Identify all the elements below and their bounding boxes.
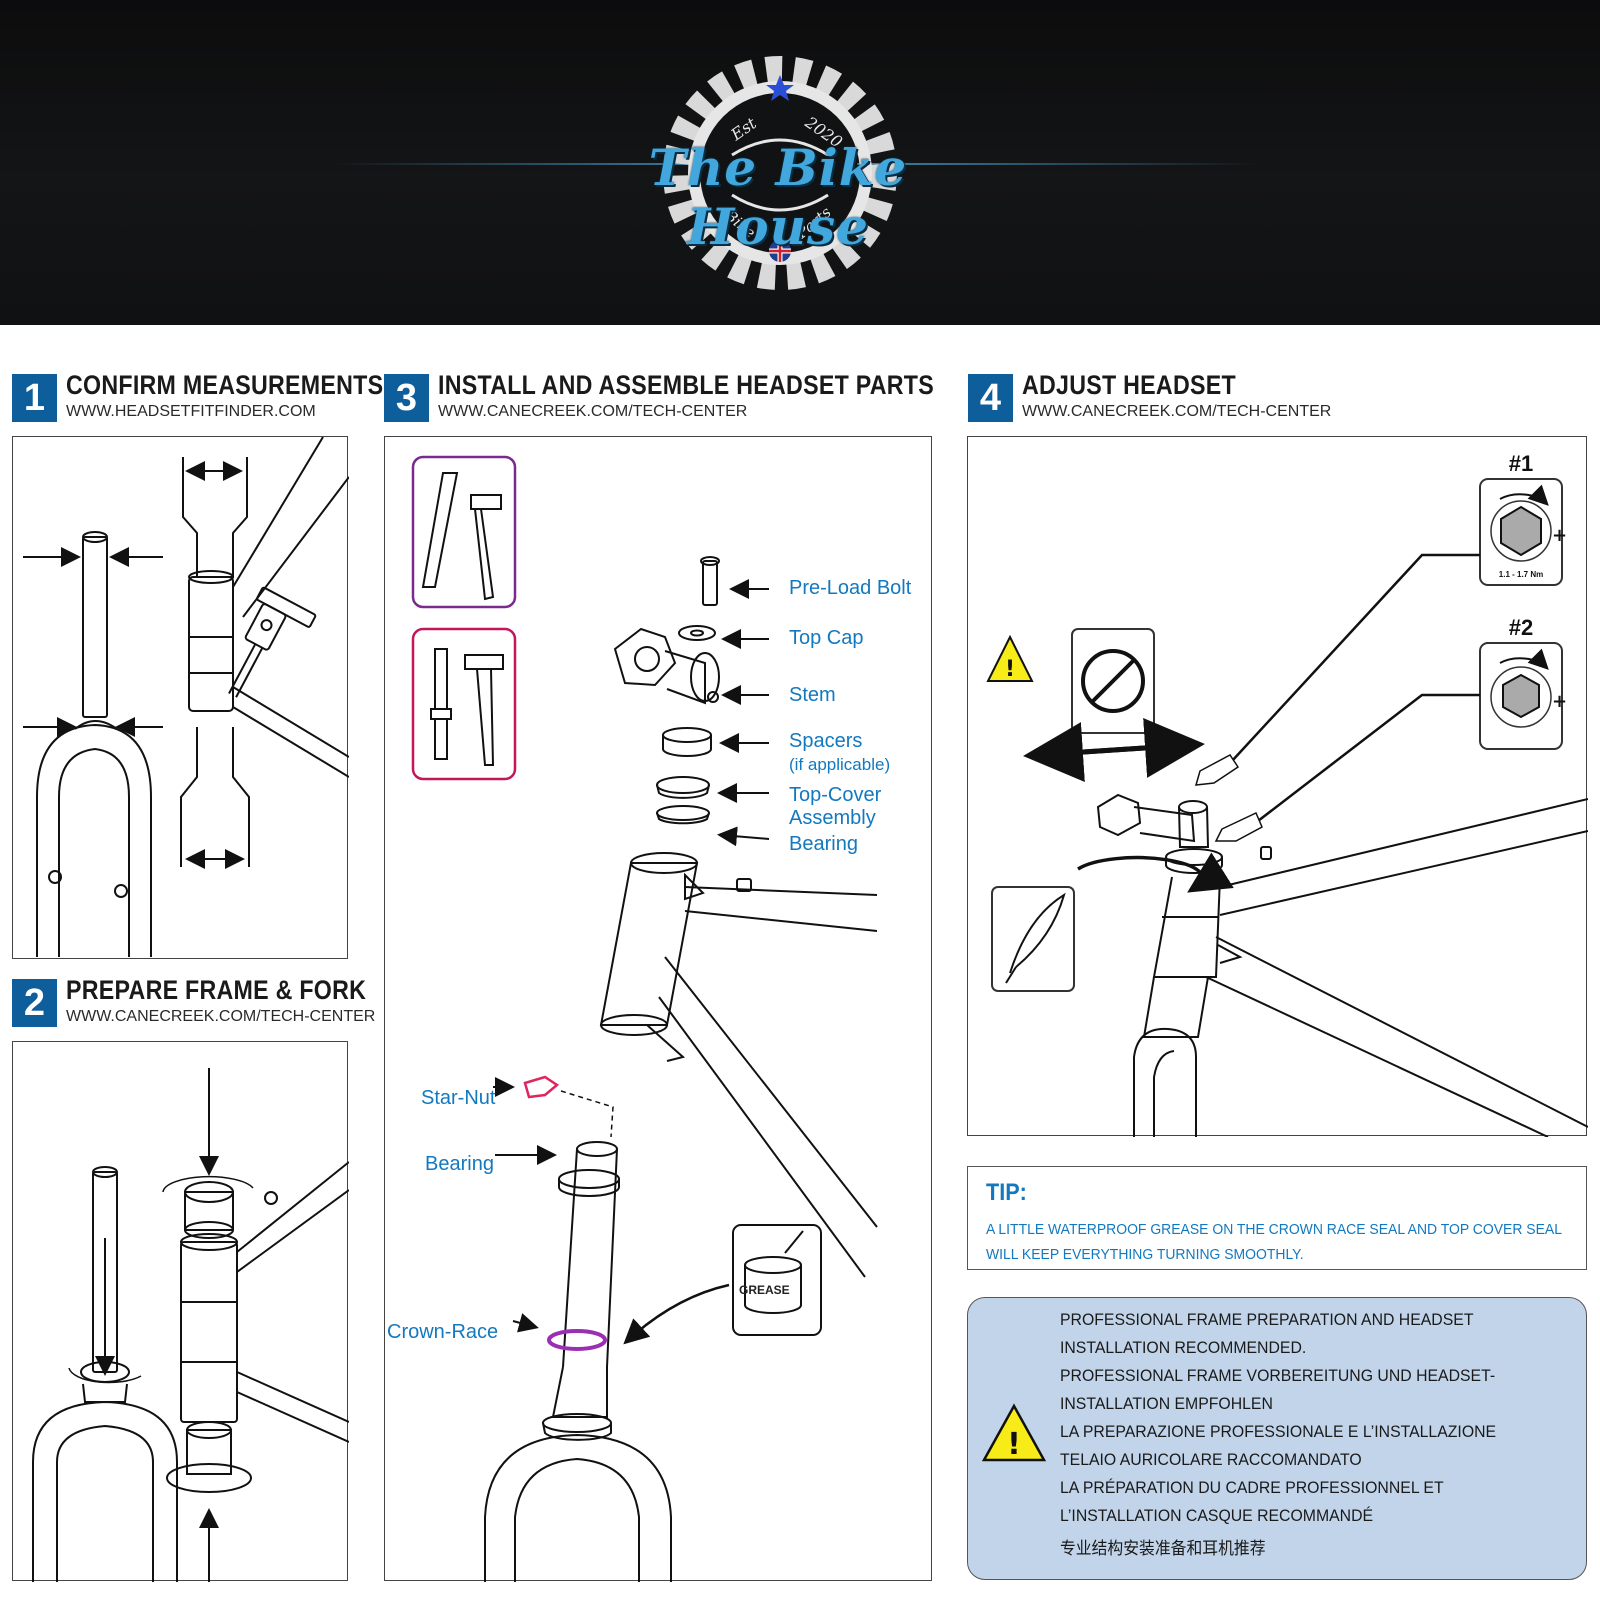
prepare-diagram (32, 1068, 349, 1582)
chainring-logo-icon: Est 2020 Bike Parts (663, 56, 897, 290)
warning-line-de-1: PROFESSIONAL FRAME VORBEREITUNG UND HEAD… (1060, 1366, 1496, 1385)
section-3-url[interactable]: WWW.CANECREEK.COM/TECH-CENTER (438, 403, 748, 420)
warning-line-en-2: INSTALLATION RECOMMENDED. (1060, 1338, 1307, 1357)
label-preload-bolt: Pre-Load Bolt (789, 577, 912, 599)
torque-spec: 1.1 - 1.7 Nm (1499, 570, 1543, 579)
label-assembly: Assembly (789, 807, 876, 829)
tool-frame-pink (411, 627, 517, 781)
warning-line-fr-2: L’INSTALLATION CASQUE RECOMMANDÉ (1060, 1506, 1374, 1525)
no-play-icon (1071, 628, 1155, 734)
adjust-diagram: ! + 1.1 - 1.7 Nm + (986, 451, 1588, 1137)
section-2-title: PREPARE FRAME & FORK (66, 975, 367, 1005)
hex-tighten-2-icon: + (1479, 642, 1567, 750)
section-3-badge: 3 (384, 374, 429, 422)
label-top-cover: Top-Cover (789, 784, 882, 806)
warning-line-en-1: PROFESSIONAL FRAME PREPARATION AND HEADS… (1060, 1310, 1474, 1329)
panel-confirm-measurements (12, 436, 349, 959)
svg-text:+: + (1552, 691, 1567, 712)
warning-line-de-2: INSTALLATION EMPFOHLEN (1060, 1394, 1273, 1413)
warning-line-it-2: TELAIO AURICOLARE RACCOMANDATO (1060, 1450, 1362, 1469)
section-1-badge: 1 (12, 374, 57, 422)
section-4-url[interactable]: WWW.CANECREEK.COM/TECH-CENTER (1022, 403, 1332, 420)
label-spacers-note: (if applicable) (789, 755, 891, 774)
brand-name: The Bike House (648, 138, 908, 256)
section-4-badge: 4 (968, 374, 1013, 422)
hex-tighten-1-icon: + 1.1 - 1.7 Nm (1479, 478, 1567, 586)
label-bearing-lower: Bearing (425, 1153, 494, 1175)
section-3-title: INSTALL AND ASSEMBLE HEADSET PARTS (438, 370, 934, 400)
section-4-title: ADJUST HEADSET (1022, 370, 1236, 400)
label-star-nut: Star-Nut (421, 1087, 496, 1109)
svg-text:+: + (1552, 525, 1567, 546)
panel-prepare-frame (12, 1041, 349, 1582)
section-2-url[interactable]: WWW.CANECREEK.COM/TECH-CENTER (66, 1008, 376, 1025)
measurement-diagram (23, 437, 349, 957)
section-1-title: CONFIRM MEASUREMENTS (66, 370, 384, 400)
svg-text:!: ! (1007, 1427, 1021, 1462)
label-spacers: Spacers (789, 730, 863, 752)
tip-line-1: A LITTLE WATERPROOF GREASE ON THE CROWN … (986, 1221, 1562, 1238)
label-bearing-upper: Bearing (789, 833, 858, 855)
warning-line-fr-1: LA PRÉPARATION DU CADRE PROFESSIONNEL ET (1060, 1478, 1444, 1497)
feather-icon (991, 886, 1075, 992)
panel-install-assemble: Pre-Load Bolt Top Cap Stem Spacers (if a… (384, 436, 932, 1582)
label-stem: Stem (789, 684, 836, 706)
exploded-headset-diagram (411, 455, 878, 1582)
grease-can-label: GREASE (739, 1283, 790, 1297)
tip-heading: TIP: (986, 1179, 1027, 1206)
tip-box: TIP: A LITTLE WATERPROOF GREASE ON THE C… (967, 1166, 1587, 1270)
svg-text:!: ! (1005, 657, 1015, 682)
tip-line-2: WILL KEEP EVERYTHING TURNING SMOOTHLY. (986, 1246, 1304, 1263)
tool-frame-purple (411, 455, 517, 609)
warning-triangle-icon: ! (981, 1403, 1047, 1462)
warning-triangle-icon: ! (986, 634, 1034, 682)
warning-line-zh: 专业结构安装准备和耳机推荐 (1060, 1539, 1266, 1558)
professional-install-warning: ! PROFESSIONAL FRAME PREPARATION AND HEA… (967, 1297, 1587, 1580)
section-2-badge: 2 (12, 979, 57, 1027)
star-nut-icon (523, 1075, 614, 1138)
uk-flag-icon (769, 240, 791, 262)
step-2-label: #2 (1509, 615, 1533, 640)
crown-race-ring-icon (547, 1329, 607, 1351)
panel-adjust-headset: ! + 1.1 - 1.7 Nm + (967, 436, 1588, 1137)
warning-line-it-1: LA PREPARAZIONE PROFESSIONALE E L’INSTAL… (1060, 1422, 1497, 1441)
label-top-cap: Top Cap (789, 627, 864, 649)
step-1-label: #1 (1509, 451, 1533, 476)
section-1-url[interactable]: WWW.HEADSETFITFINDER.COM (66, 403, 316, 420)
brand-header: Est 2020 Bike Parts The Bike House (0, 0, 1600, 325)
label-crown-race: Crown-Race (387, 1321, 499, 1343)
tip-text: A LITTLE WATERPROOF GREASE ON THE CROWN … (986, 1217, 1586, 1267)
